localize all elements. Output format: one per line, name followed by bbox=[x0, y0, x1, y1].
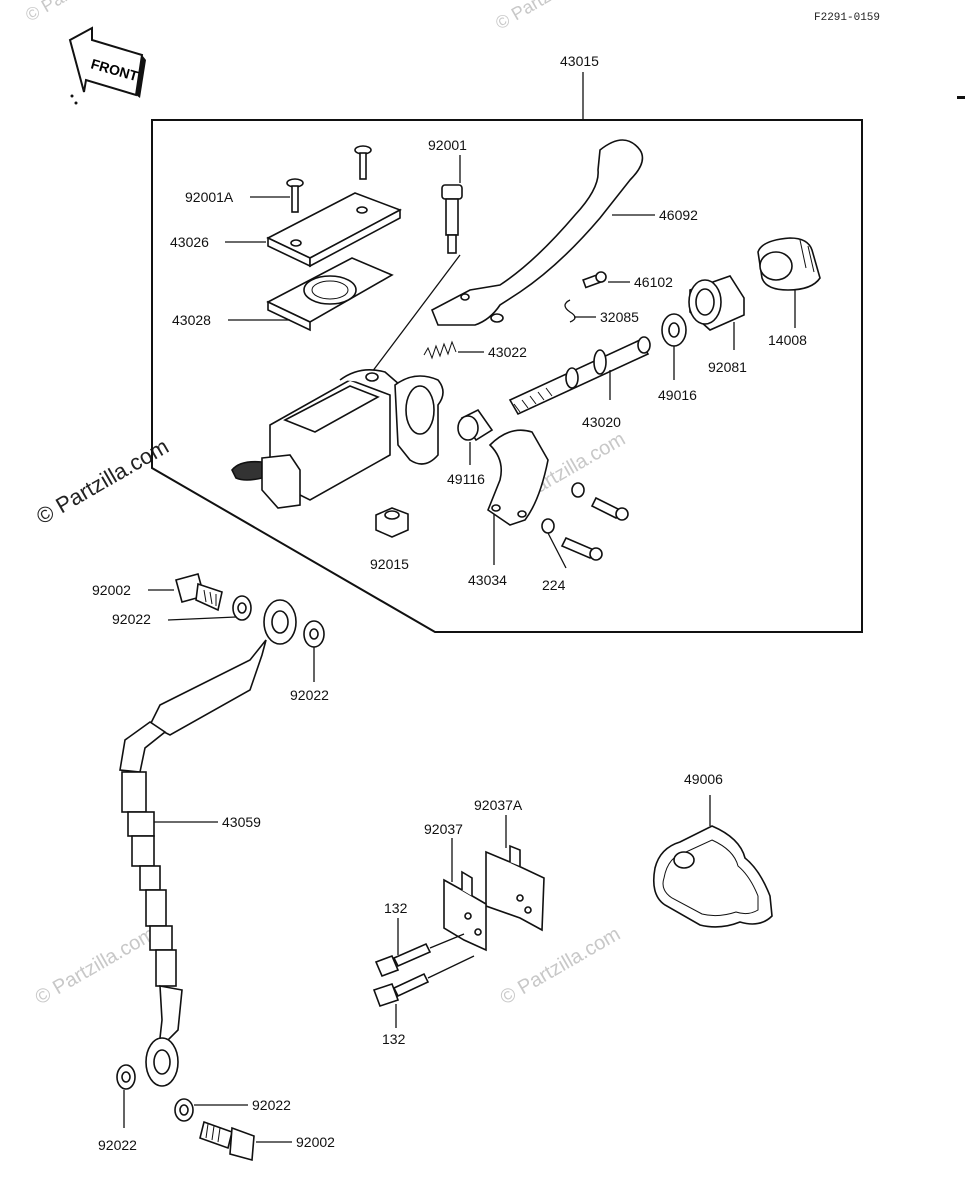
cover-43026 bbox=[266, 192, 402, 268]
bushing-49016 bbox=[688, 275, 745, 331]
master-cylinder-body bbox=[231, 369, 444, 509]
watermark: © Partzilla.com bbox=[497, 923, 625, 1009]
label-92022-bottom-right: 92022 bbox=[252, 1097, 291, 1113]
label-43034: 43034 bbox=[468, 572, 507, 588]
hose-43059 bbox=[119, 599, 297, 1087]
label-132-bottom: 132 bbox=[382, 1031, 406, 1047]
piston-43020 bbox=[508, 336, 651, 416]
label-92037A: 92037A bbox=[474, 797, 523, 813]
label-46092: 46092 bbox=[659, 207, 698, 223]
label-43026: 43026 bbox=[170, 234, 209, 250]
label-43020: 43020 bbox=[582, 414, 621, 430]
boot-14008 bbox=[757, 237, 821, 291]
label-92037: 92037 bbox=[424, 821, 463, 837]
label-92002-top: 92002 bbox=[92, 582, 131, 598]
edge-mark bbox=[957, 96, 965, 99]
clip-32085 bbox=[564, 299, 576, 323]
clamp-43034 bbox=[487, 429, 549, 526]
watermark-group: © Partzilla.com © Partzilla.com © Partzi… bbox=[22, 0, 629, 1009]
bracket-92037 bbox=[443, 870, 487, 952]
label-32085: 32085 bbox=[600, 309, 639, 325]
label-92022-top-left: 92022 bbox=[112, 611, 151, 627]
diaphragm-43028 bbox=[266, 257, 394, 332]
label-92081: 43022 bbox=[488, 344, 527, 360]
assembly-frame bbox=[151, 119, 863, 633]
cover-49006 bbox=[652, 825, 773, 928]
nut-92015 bbox=[375, 507, 409, 538]
spring-92081 bbox=[423, 340, 457, 360]
label-49006: 49006 bbox=[684, 771, 723, 787]
label-92001A: 92001A bbox=[185, 189, 234, 205]
watermark: © Partzilla.com bbox=[22, 0, 137, 25]
bolt-224 bbox=[541, 482, 629, 561]
label-92001: 92001 bbox=[428, 137, 467, 153]
label-14008: 14008 bbox=[768, 332, 807, 348]
banjo-bolt-92002-top bbox=[175, 573, 223, 612]
banjo-bolt-92002-bottom bbox=[199, 1120, 255, 1162]
screw-46102 bbox=[582, 271, 607, 289]
label-46102: 46102 bbox=[634, 274, 673, 290]
label-43028: 43028 bbox=[172, 312, 211, 328]
label-92022-top-right: 92022 bbox=[290, 687, 329, 703]
label-224: 224 bbox=[542, 577, 566, 593]
watermark: © Partzilla.com bbox=[492, 0, 607, 33]
label-49116: 49116 bbox=[447, 471, 485, 487]
diagram-code: F2291-0159 bbox=[814, 12, 880, 24]
label-49016: 92081 bbox=[708, 359, 747, 375]
label-132-top: 132 bbox=[384, 900, 408, 916]
bolt-92001 bbox=[441, 184, 463, 254]
front-arrow-icon: FRONT bbox=[68, 26, 146, 98]
lever-46092 bbox=[430, 139, 644, 326]
bolt-132-bottom bbox=[372, 955, 475, 1008]
washer-43022 bbox=[661, 313, 687, 347]
bolt-132-top bbox=[374, 933, 465, 978]
label-43059: 43059 bbox=[222, 814, 261, 830]
label-92015: 92015 bbox=[370, 556, 409, 572]
label-92022-bottom-left: 92022 bbox=[98, 1137, 137, 1153]
screw-92001A bbox=[286, 145, 372, 213]
label-92002-bottom: 92002 bbox=[296, 1134, 335, 1150]
watermark: © Partzilla.com bbox=[32, 923, 160, 1009]
label-43022: 49016 bbox=[658, 387, 697, 403]
assembly-label: 43015 bbox=[560, 53, 599, 69]
bracket-92037A bbox=[485, 844, 545, 932]
seal-49116 bbox=[457, 408, 494, 442]
